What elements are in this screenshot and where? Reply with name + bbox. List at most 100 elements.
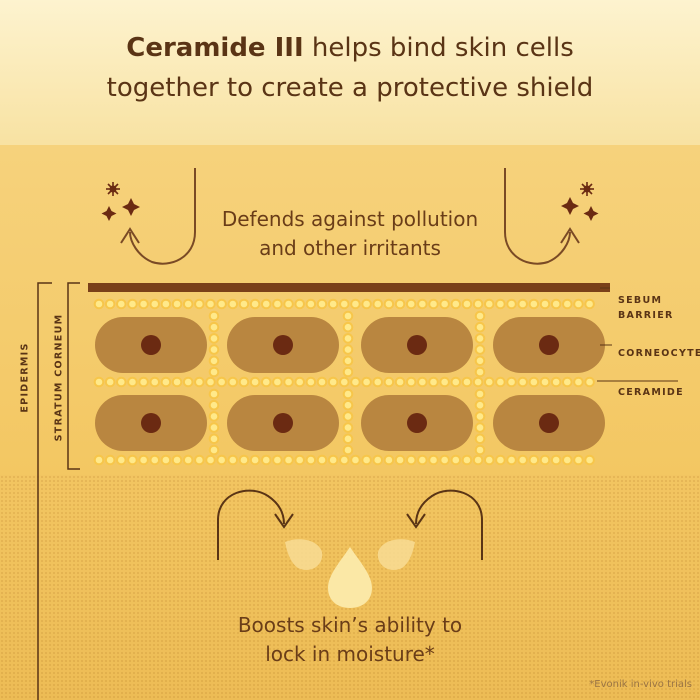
ceramide-molecule <box>194 298 205 310</box>
ceramide-molecule <box>573 454 584 466</box>
ceramide-molecule <box>260 376 272 388</box>
ceramide-molecule <box>216 454 227 466</box>
ceramide-molecule <box>327 298 339 310</box>
pollutant-particle-icon <box>101 182 140 221</box>
ceramide-molecule <box>342 388 354 400</box>
ceramide-molecule <box>104 376 116 388</box>
ceramide-molecule <box>450 454 462 466</box>
ceramide-molecule <box>528 376 540 388</box>
ceramide-molecule <box>428 454 439 466</box>
stratum-corneum-label: STRATUM CORNEUM <box>53 313 65 442</box>
ceramide-molecule <box>182 298 194 310</box>
ceramide-molecule <box>260 298 272 310</box>
sebum-label-line-2: BARRIER <box>618 310 674 321</box>
ceramide-molecule <box>316 376 328 388</box>
ceramide-molecule <box>428 376 439 388</box>
ceramide-molecule <box>227 454 239 466</box>
ceramide-molecule <box>539 298 551 310</box>
ceramide-molecule <box>216 298 227 310</box>
ceramide-molecule <box>160 376 172 388</box>
moisture-caption-line-2: lock in moisture* <box>265 642 435 666</box>
ceramide-molecule <box>149 454 161 466</box>
ceramide-molecule <box>417 454 428 466</box>
sebum-label-line-1: SEBUM <box>618 295 663 306</box>
ceramide-molecule <box>383 454 395 466</box>
ceramide-molecule <box>205 376 216 388</box>
ceramide-molecule <box>539 454 551 466</box>
ceramide-molecule <box>205 454 216 466</box>
ceramide-molecule <box>506 454 517 466</box>
curved-arrow-icon <box>217 489 294 560</box>
headline-line-2: together to create a protective shield <box>106 73 594 103</box>
ceramide-molecule <box>528 298 540 310</box>
ceramide-molecule <box>405 298 417 310</box>
sebum-barrier-layer <box>88 283 610 292</box>
ceramide-molecule <box>474 333 486 344</box>
ceramide-molecule <box>342 399 354 411</box>
ceramide-molecule <box>283 376 294 388</box>
ceramide-molecule <box>272 376 283 388</box>
ceramide-molecule <box>372 454 384 466</box>
ceramide-molecule <box>495 376 506 388</box>
ceramide-molecule <box>208 444 220 456</box>
cell-nucleus <box>273 335 293 355</box>
ceramide-molecule <box>160 454 172 466</box>
ceramide-molecule <box>439 454 450 466</box>
ceramide-molecule <box>160 298 172 310</box>
ceramide-molecule <box>495 298 506 310</box>
corneocyte-layer <box>95 317 605 451</box>
ceramide-molecule <box>474 344 486 355</box>
ceramide-molecule <box>361 454 372 466</box>
ceramide-molecule <box>474 310 486 322</box>
ceramide-molecule <box>238 454 250 466</box>
ceramide-molecule <box>205 298 216 310</box>
ceramide-molecule <box>182 454 194 466</box>
ceramide-molecule <box>93 454 105 466</box>
curved-arrow-icon <box>504 168 580 265</box>
cell-nucleus <box>539 413 559 433</box>
ceramide-molecule <box>573 298 584 310</box>
ceramide-molecule <box>474 321 486 333</box>
ceramide-molecule <box>439 376 450 388</box>
ceramide-molecule <box>474 422 486 433</box>
ceramide-molecule <box>342 433 354 445</box>
ceramide-molecule <box>474 411 486 422</box>
ceramide-molecule <box>208 388 220 400</box>
defends-caption-line-2: and other irritants <box>259 236 441 260</box>
ceramide-molecule <box>517 454 529 466</box>
ceramide-molecule <box>372 298 384 310</box>
ceramide-molecule <box>194 454 205 466</box>
ceramide-molecule <box>450 298 462 310</box>
ceramide-molecule <box>116 298 127 310</box>
headline-emphasis: Ceramide III <box>126 33 304 63</box>
ceramide-molecule <box>550 376 562 388</box>
headline-line-1: Ceramide III helps bind skin cells <box>0 27 700 69</box>
ceramide-molecule <box>405 376 417 388</box>
cell-nucleus <box>141 335 161 355</box>
ceramide-molecule <box>584 298 595 310</box>
ceramide-molecule <box>249 376 261 388</box>
header-background <box>0 0 700 145</box>
stratum-corneum-bracket <box>67 282 80 470</box>
ceramide-molecule <box>550 298 562 310</box>
ceramide-molecule <box>316 298 328 310</box>
curved-arrow-icon <box>406 489 483 560</box>
ceramide-molecule <box>517 298 529 310</box>
ceramide-molecule <box>506 298 517 310</box>
ceramide-molecule <box>461 376 473 388</box>
ceramide-molecule <box>194 376 205 388</box>
ceramide-molecule <box>294 454 306 466</box>
ceramide-molecule <box>208 310 220 322</box>
moisture-caption-line-1: Boosts skin’s ability to <box>237 613 463 637</box>
ceramide-molecule <box>127 454 138 466</box>
ceramide-molecule <box>439 298 450 310</box>
ceramide-molecule <box>350 298 361 310</box>
ceramide-molecule <box>104 298 116 310</box>
ceramide-molecule <box>208 366 220 378</box>
ceramide-molecule <box>550 454 562 466</box>
ceramide-molecule <box>584 376 595 388</box>
ceramide-molecule <box>474 399 486 411</box>
cell-nucleus <box>407 413 427 433</box>
ceramide-molecule <box>316 454 328 466</box>
